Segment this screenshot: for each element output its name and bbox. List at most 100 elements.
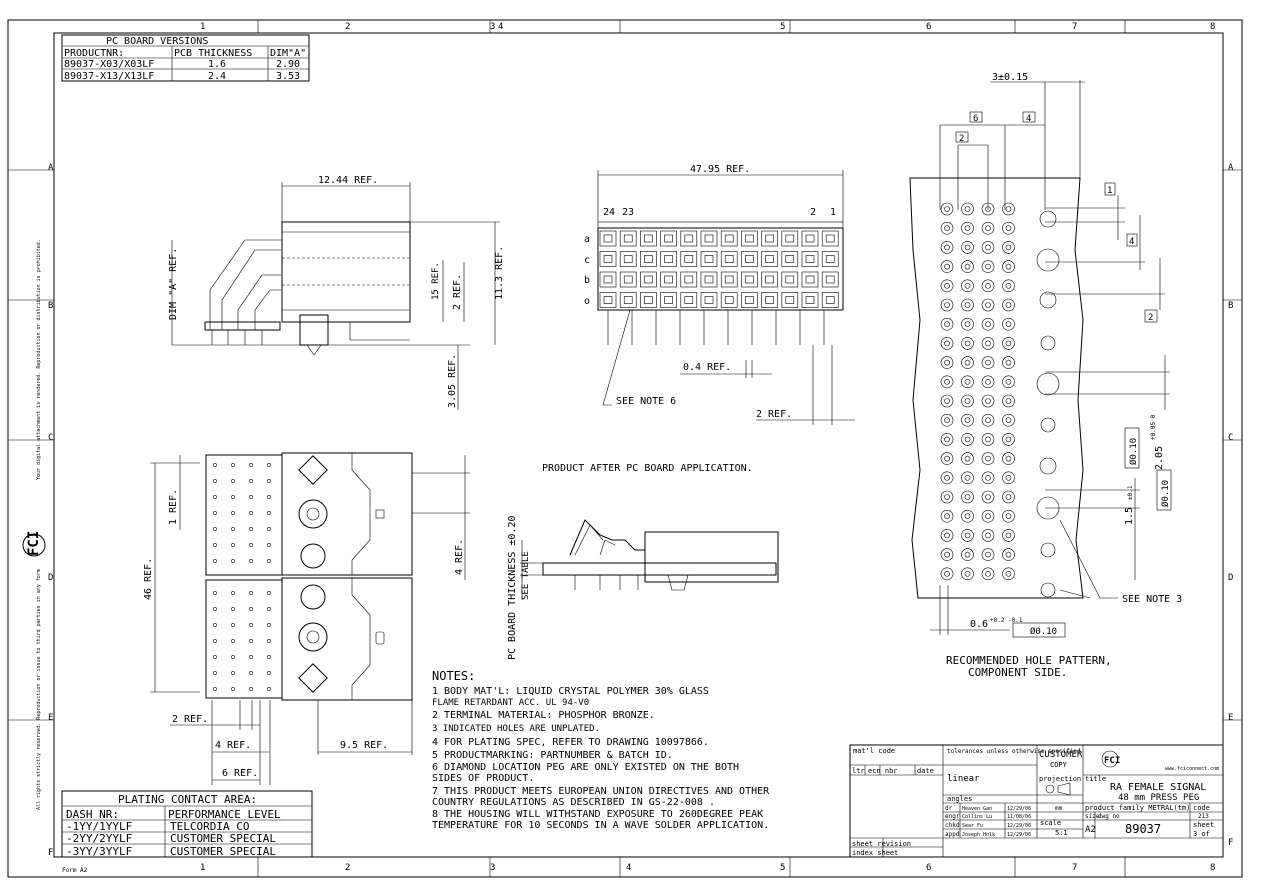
note-line-10: COUNTRY REGULATIONS AS DESCRIBED IN GS-2…: [432, 797, 715, 808]
hole-center: [944, 513, 950, 520]
contact-cell: [640, 251, 657, 267]
plated-hole: [1002, 202, 1015, 216]
contact-slot: [644, 275, 653, 284]
plating-header-performance: PERFORMANCE LEVEL: [168, 808, 281, 821]
plated-hole: [940, 298, 954, 312]
see-note-6: SEE NOTE 6: [616, 396, 676, 407]
contact-slot: [745, 255, 754, 263]
contact-cell: [680, 271, 698, 288]
plating-row1-level: TELCORDIA CO: [170, 820, 249, 833]
plated-hole: [940, 260, 954, 273]
hole-center: [1005, 244, 1012, 251]
contact-dot: [213, 687, 217, 691]
contact-slot: [805, 296, 815, 304]
contact-dot: [267, 511, 271, 515]
hole-center: [944, 378, 950, 385]
title-block: mat'l code tolerances unless otherwise s…: [849, 744, 1224, 858]
plated-hole: [940, 548, 954, 561]
pcb-table-title: PC BOARD VERSIONS: [106, 36, 208, 47]
plated-hole: [981, 509, 995, 523]
contact-slot: [825, 275, 835, 284]
contact-cell: [700, 230, 718, 247]
col-3-top: 3: [490, 22, 495, 32]
pin-label-2: 2: [810, 207, 816, 218]
pcb-header-productnr: PRODUCTNR:: [64, 48, 124, 59]
contact-cell: [741, 230, 758, 247]
col-6-bottom: 6: [926, 863, 931, 873]
tb-engr-name: Collins Lu: [962, 814, 992, 820]
plated-hole: [940, 509, 954, 523]
tb-ecn: ecn nbr: [868, 767, 898, 775]
hole-center: [985, 321, 991, 328]
contact-dot: [249, 527, 253, 531]
dim-11-3-ref: 11.3 REF.: [494, 246, 505, 300]
plated-hole: [1002, 317, 1015, 331]
pcb-header-dima: DIM"A": [270, 48, 306, 59]
hole-center: [1005, 570, 1012, 577]
plated-hole: [1002, 279, 1015, 293]
tol-010-b: Ø0.10: [1160, 480, 1171, 507]
contact-dot: [249, 543, 253, 547]
plated-hole: [981, 298, 995, 312]
hole-center: [1005, 206, 1012, 212]
contact-dot: [213, 655, 217, 659]
contact-slot: [603, 234, 613, 243]
contact-dot: [267, 655, 271, 659]
plated-hole: [981, 394, 995, 408]
contact-cell: [761, 251, 778, 267]
pcb-header-thickness: PCB THICKNESS: [174, 48, 252, 59]
tb-title-2: 48 mm PRESS PEG: [1118, 793, 1199, 803]
hole-center: [964, 225, 971, 231]
hole-center: [944, 302, 950, 308]
contact-cell: [821, 251, 839, 267]
hole-center: [964, 551, 971, 558]
contact-dot: [267, 639, 271, 643]
contact-dot: [213, 671, 217, 675]
hole-center: [944, 359, 950, 366]
plated-hole: [961, 567, 974, 581]
hole-center: [964, 244, 971, 251]
contact-cell: [801, 292, 819, 308]
col-7-top: 7: [1072, 22, 1077, 32]
dim-3-05-ref: 3.05 REF.: [447, 354, 458, 408]
col-6-top: 6: [926, 22, 931, 32]
tb-family: product family METRAL(tm): [1085, 804, 1190, 812]
contact-cell: [619, 271, 637, 288]
col-8-bottom: 8: [1210, 863, 1215, 873]
row-d-right: D: [1228, 573, 1233, 583]
dim-1-ref: 1 REF.: [168, 489, 179, 525]
hole-center: [964, 321, 971, 328]
contact-dot: [249, 671, 253, 675]
notes-block: NOTES: 1 BODY MAT'L: LIQUID CRYSTAL POLY…: [432, 669, 770, 831]
unplated-hole: [1039, 457, 1057, 475]
plated-hole: [961, 490, 974, 504]
hole-center: [1005, 340, 1012, 347]
contact-dot: [231, 527, 235, 531]
plated-hole: [981, 356, 995, 369]
hole-center: [944, 263, 950, 270]
hole-center: [944, 532, 950, 539]
tb-appd-name: Joseph Holk: [962, 832, 995, 838]
contact-slot: [664, 296, 673, 304]
tb-mm: mm: [1055, 805, 1063, 812]
row-a-right: A: [1228, 163, 1234, 173]
plated-hole: [1002, 337, 1015, 350]
plated-hole: [961, 241, 974, 254]
contact-slot: [684, 275, 694, 284]
contact-slot: [684, 296, 694, 304]
contact-cell: [781, 271, 799, 288]
tb-linear: linear: [947, 774, 980, 784]
plated-hole: [981, 567, 995, 581]
peg-bottom-circle: [298, 622, 328, 652]
contact-dot: [249, 655, 253, 659]
product-after-pcb-view: PRODUCT AFTER PC BOARD APPLICATION. PC B…: [507, 463, 779, 660]
plated-hole: [940, 433, 954, 446]
hole-center: [1005, 455, 1012, 462]
tb-copy: COPY: [1050, 761, 1068, 769]
plated-hole: [1002, 298, 1015, 312]
contact-cell: [599, 271, 617, 288]
dim-46-ref: 46 REF.: [143, 558, 154, 600]
contact-dot: [267, 543, 271, 547]
plated-hole: [961, 279, 974, 293]
